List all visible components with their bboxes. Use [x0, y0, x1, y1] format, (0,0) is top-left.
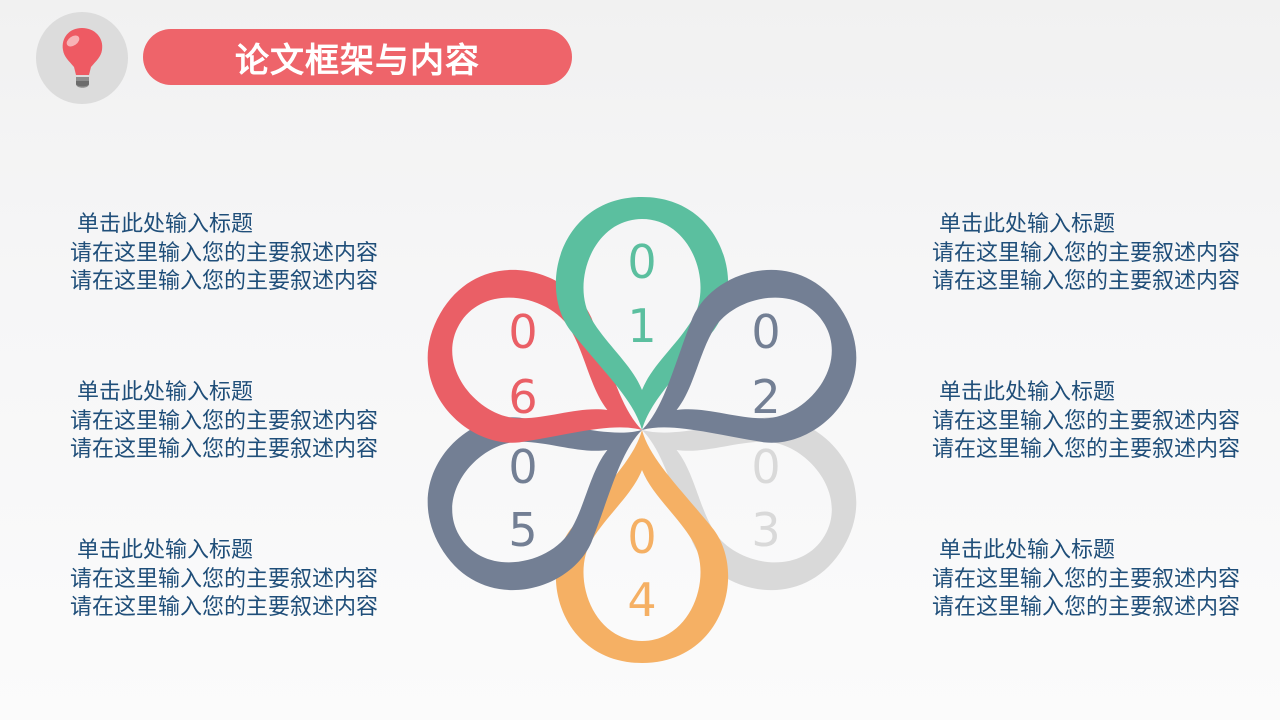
item-description[interactable]: 请在这里输入您的主要叙述内容: [932, 566, 1241, 592]
item-description[interactable]: 请在这里输入您的主要叙述内容: [932, 240, 1241, 266]
item-title[interactable]: 单击此处输入标题: [939, 212, 1116, 237]
petal-05-number-top: 0: [508, 440, 537, 494]
item-title[interactable]: 单击此处输入标题: [939, 380, 1116, 405]
item-description[interactable]: 请在这里输入您的主要叙述内容: [932, 269, 1241, 294]
right-item-1[interactable]: 单击此处输入标题 请在这里输入您的主要叙述内容 请在这里输入您的主要叙述内容: [932, 211, 1240, 297]
petal-03-number-top: 0: [751, 440, 780, 494]
petal-05-number-bottom: 5: [508, 503, 537, 557]
left-item-3[interactable]: 单击此处输入标题 请在这里输入您的主要叙述内容 请在这里输入您的主要叙述内容: [70, 537, 378, 623]
petal-06-number-bottom: 6: [508, 370, 537, 424]
right-item-3[interactable]: 单击此处输入标题 请在这里输入您的主要叙述内容 请在这里输入您的主要叙述内容: [932, 537, 1240, 623]
item-title[interactable]: 单击此处输入标题: [77, 538, 254, 563]
page-title-banner: 论文框架与内容: [143, 29, 572, 85]
item-title[interactable]: 单击此处输入标题: [939, 538, 1116, 563]
item-description[interactable]: 请在这里输入您的主要叙述内容: [70, 240, 379, 266]
right-item-2[interactable]: 单击此处输入标题 请在这里输入您的主要叙述内容 请在这里输入您的主要叙述内容: [932, 379, 1240, 465]
petal-01-number-bottom: 1: [627, 299, 656, 353]
item-description[interactable]: 请在这里输入您的主要叙述内容: [932, 408, 1241, 434]
item-description[interactable]: 请在这里输入您的主要叙述内容: [70, 566, 379, 592]
item-description[interactable]: 请在这里输入您的主要叙述内容: [70, 437, 379, 462]
petal-02-number-bottom: 2: [751, 370, 780, 424]
item-title[interactable]: 单击此处输入标题: [77, 212, 254, 237]
petal-04-number-top: 0: [627, 510, 656, 564]
left-item-2[interactable]: 单击此处输入标题 请在这里输入您的主要叙述内容 请在这里输入您的主要叙述内容: [70, 379, 378, 465]
item-title[interactable]: 单击此处输入标题: [77, 380, 254, 405]
item-description[interactable]: 请在这里输入您的主要叙述内容: [70, 269, 379, 294]
petal-01-number-top: 0: [627, 235, 656, 289]
lightbulb-icon: [62, 28, 103, 88]
item-description[interactable]: 请在这里输入您的主要叙述内容: [932, 595, 1241, 620]
item-description[interactable]: 请在这里输入您的主要叙述内容: [932, 437, 1241, 462]
lightbulb-badge: [36, 12, 128, 104]
item-description[interactable]: 请在这里输入您的主要叙述内容: [70, 408, 379, 434]
left-item-1[interactable]: 单击此处输入标题 请在这里输入您的主要叙述内容 请在这里输入您的主要叙述内容: [70, 211, 378, 297]
petal-06-number-top: 0: [508, 305, 537, 359]
page-title: 论文框架与内容: [235, 40, 480, 81]
item-description[interactable]: 请在这里输入您的主要叙述内容: [70, 595, 379, 620]
petal-02-number-top: 0: [751, 305, 780, 359]
petal-04-number-bottom: 4: [627, 573, 656, 627]
petal-03-number-bottom: 3: [751, 503, 780, 557]
